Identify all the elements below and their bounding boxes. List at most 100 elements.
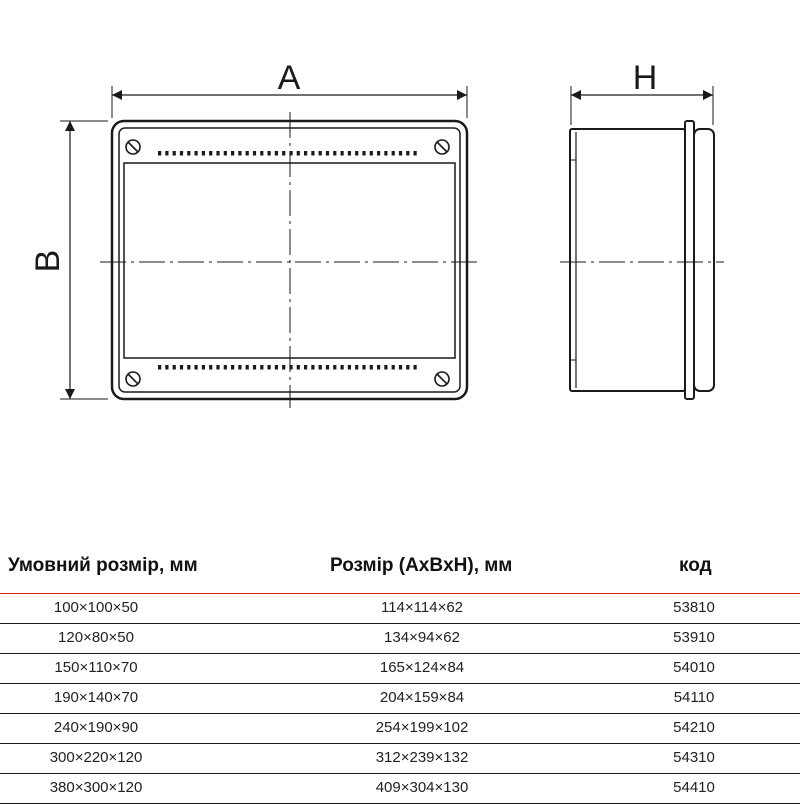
table-row: 240×190×90 254×199×102 54210	[0, 714, 800, 744]
vent-dot	[362, 151, 366, 156]
front-vent-row-top	[158, 151, 417, 156]
vent-dot	[201, 365, 205, 370]
table-row: 120×80×50 134×94×62 53910	[0, 624, 800, 654]
side-body	[569, 128, 686, 392]
vent-dot	[340, 151, 344, 156]
front-vent-row-bottom	[158, 365, 417, 370]
vent-dot	[216, 365, 220, 370]
vent-dot	[333, 365, 337, 370]
cell-size: 409×304×130	[375, 779, 469, 796]
vent-dot	[318, 365, 322, 370]
table-row: 190×140×70 204×159×84 54110	[0, 684, 800, 714]
vent-dot	[223, 365, 227, 370]
vent-dot	[406, 151, 410, 156]
vent-dot	[377, 365, 381, 370]
vent-dot	[187, 151, 191, 156]
screw-bottom-left	[125, 371, 141, 387]
vent-dot	[252, 151, 257, 156]
vent-dot	[252, 365, 257, 370]
vent-dot	[231, 151, 235, 156]
vent-dot	[209, 151, 213, 156]
vent-dot	[274, 151, 278, 156]
vent-dot	[325, 365, 330, 370]
cell-size: 204×159×84	[379, 689, 465, 706]
vent-dot	[333, 151, 337, 156]
vent-dot	[296, 365, 300, 370]
vent-dot	[194, 365, 198, 370]
vent-dot	[304, 151, 308, 156]
vent-dot	[413, 151, 417, 156]
vent-dot	[223, 151, 227, 156]
vent-dot	[384, 365, 388, 370]
vent-dot	[179, 365, 184, 370]
vent-dot	[172, 365, 176, 370]
vent-dot	[347, 151, 351, 156]
cell-size: 114×114×62	[380, 599, 464, 616]
cell-nominal-size: 100×100×50	[53, 599, 139, 616]
vent-dot	[304, 365, 308, 370]
cell-size: 312×239×132	[375, 749, 469, 766]
vent-dot	[274, 365, 278, 370]
spec-table: Умовний розмір, мм Розмір (AxBxH), мм ко…	[0, 545, 800, 804]
cell-code: 54010	[673, 659, 715, 676]
table-header: Умовний розмір, мм Розмір (AxBxH), мм ко…	[0, 545, 800, 594]
vent-dot	[311, 365, 315, 370]
vent-dot	[369, 365, 373, 370]
vent-dot	[238, 365, 242, 370]
cell-size: 134×94×62	[384, 629, 460, 646]
vent-dot	[325, 151, 330, 156]
header-nominal-size: Умовний розмір, мм	[8, 555, 198, 576]
vent-dot	[311, 151, 315, 156]
cell-code: 53910	[673, 629, 715, 646]
vent-dot	[369, 151, 373, 156]
vent-dot	[398, 151, 403, 156]
vent-dot	[260, 151, 264, 156]
vent-dot	[245, 365, 249, 370]
cell-code: 53810	[673, 599, 715, 616]
vent-dot	[406, 365, 410, 370]
table-row: 300×220×120 312×239×132 54310	[0, 744, 800, 774]
vent-dot	[260, 365, 264, 370]
dimension-b	[60, 120, 108, 400]
enclosure-drawing: A B H	[29, 59, 724, 408]
vent-dot	[165, 151, 169, 156]
vent-dot	[187, 365, 191, 370]
vent-dot	[282, 365, 286, 370]
header-code: код	[679, 555, 712, 576]
cell-code: 54110	[673, 689, 715, 706]
cell-nominal-size: 120×80×50	[58, 629, 134, 646]
vent-dot	[179, 151, 184, 156]
vent-dot	[362, 365, 366, 370]
vent-dot	[238, 151, 242, 156]
vent-dot	[267, 151, 271, 156]
vent-dot	[231, 365, 235, 370]
vent-dot	[158, 365, 162, 370]
side-flange	[684, 120, 695, 400]
vent-dot	[355, 365, 359, 370]
vent-dot	[158, 151, 162, 156]
vent-dot	[201, 151, 205, 156]
vent-dot	[340, 365, 344, 370]
vent-dot	[165, 365, 169, 370]
vent-dot	[355, 151, 359, 156]
vent-dot	[216, 151, 220, 156]
vent-dot	[318, 151, 322, 156]
cell-nominal-size: 190×140×70	[53, 689, 139, 706]
front-view	[100, 112, 478, 408]
cell-nominal-size: 380×300×120	[49, 779, 143, 796]
cell-code: 54410	[673, 779, 715, 796]
vent-dot	[267, 365, 271, 370]
table-body: 100×100×50 114×114×62 53810 120×80×50 13…	[0, 594, 800, 804]
vent-dot	[296, 151, 300, 156]
cell-size: 254×199×102	[375, 719, 469, 736]
vent-dot	[398, 365, 403, 370]
vent-dot	[289, 151, 293, 156]
side-view	[560, 120, 724, 400]
header-size-axbxh: Розмір (AxBxH), мм	[330, 555, 513, 576]
dimension-h-label: H	[633, 59, 658, 97]
dimension-b-label: B	[29, 250, 67, 273]
side-lid	[693, 128, 715, 392]
screw-top-right	[434, 139, 450, 155]
vent-dot	[391, 365, 395, 370]
vent-dot	[245, 151, 249, 156]
